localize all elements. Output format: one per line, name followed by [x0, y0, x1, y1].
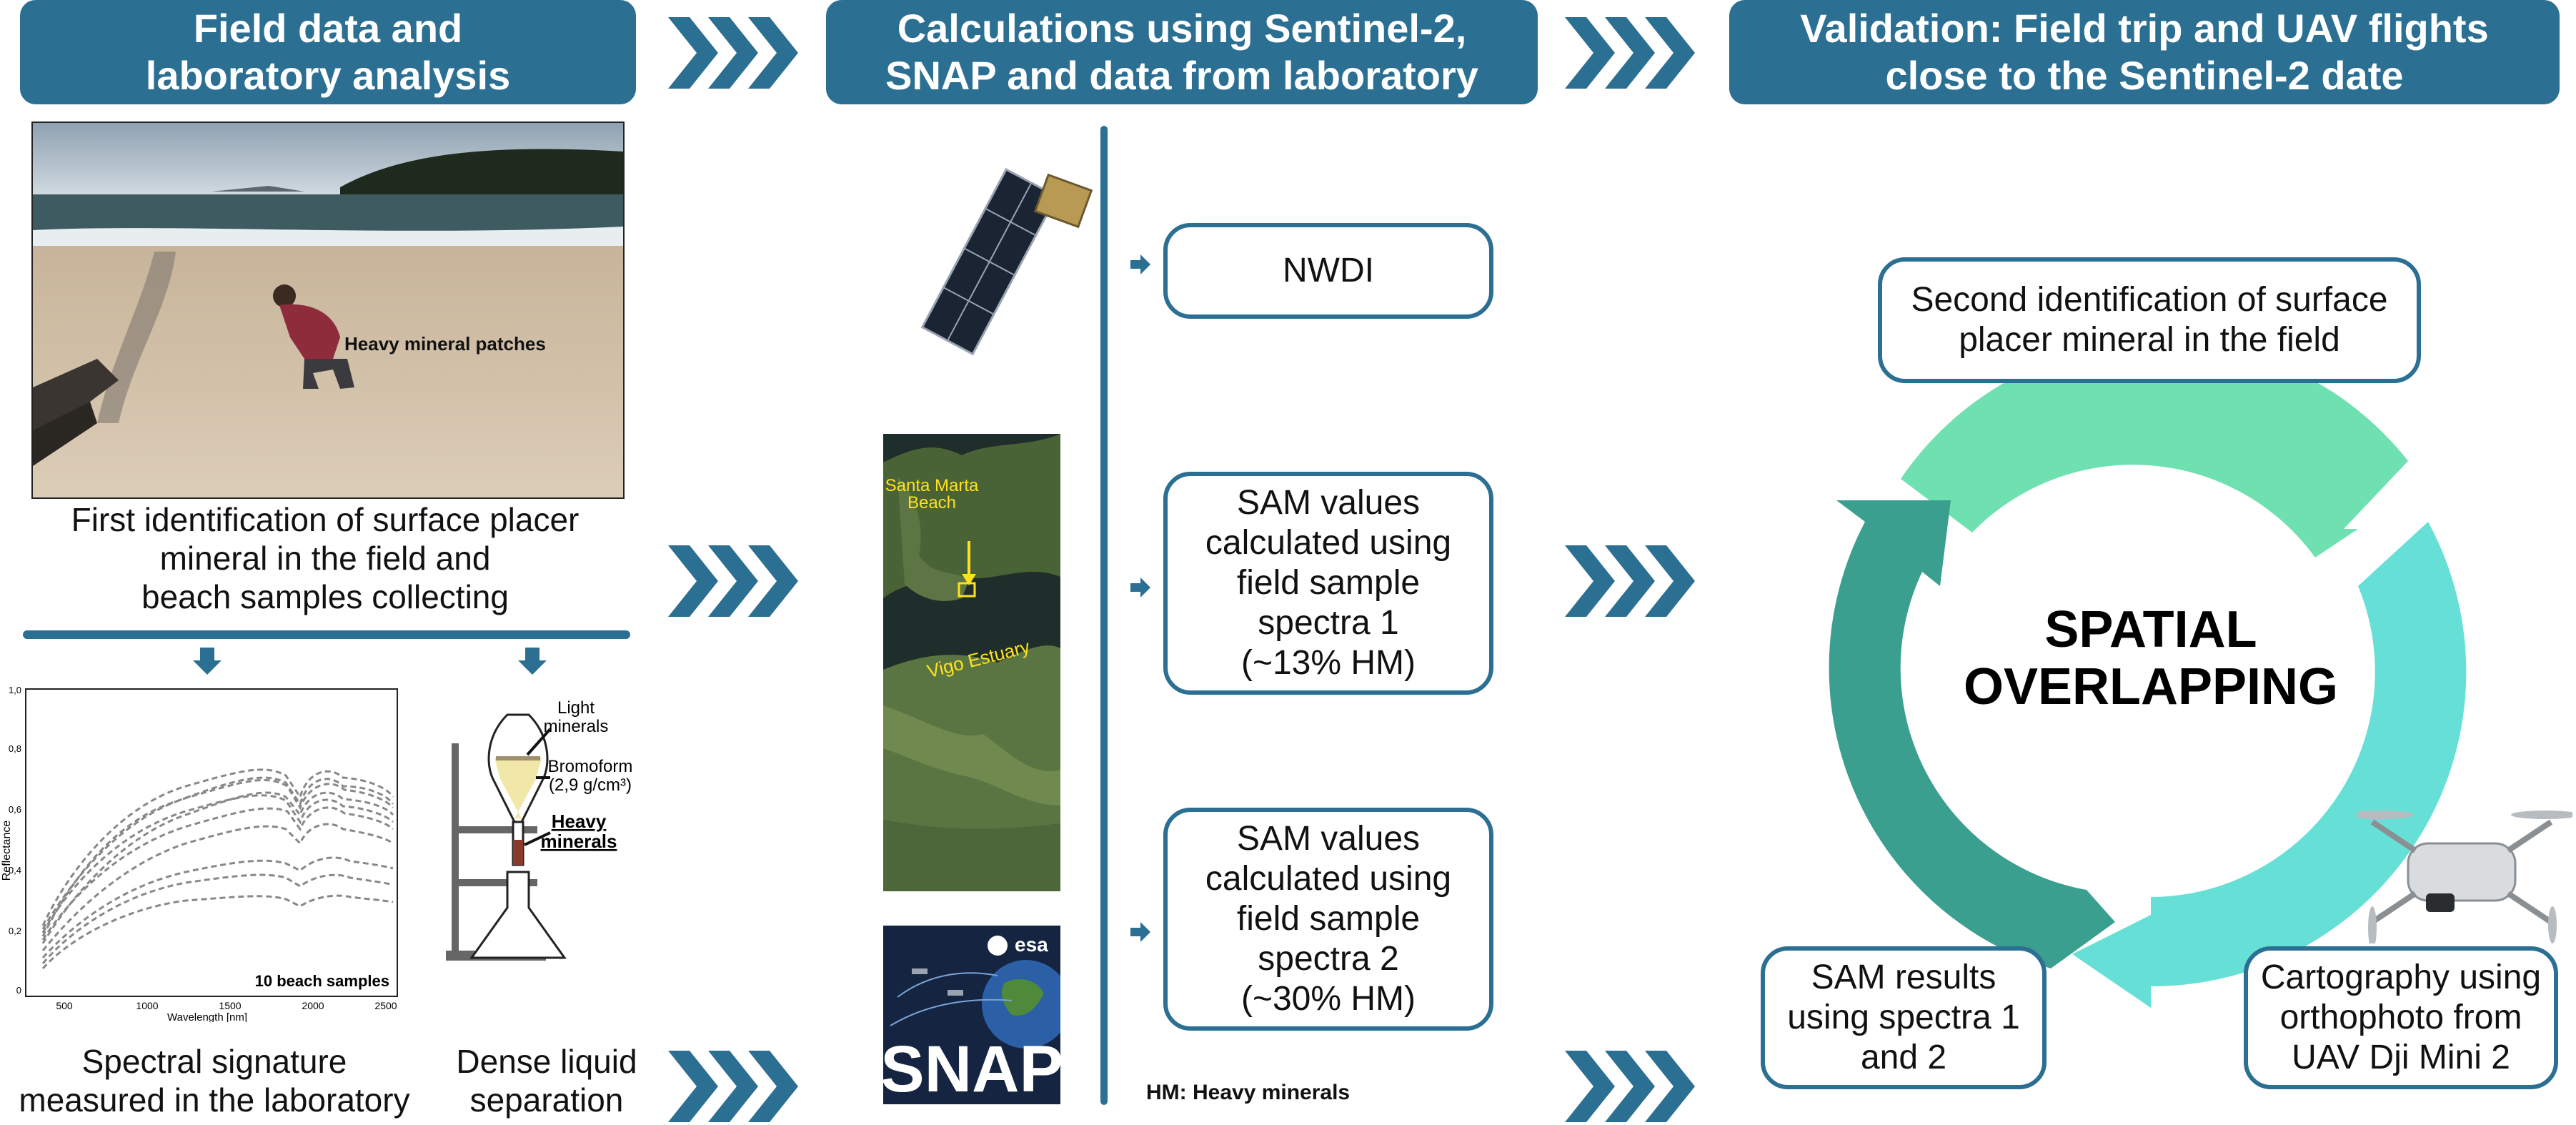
- right-arrow-icon: [1130, 578, 1150, 598]
- chevron-icon: [1565, 545, 1695, 617]
- xtick: 2500: [374, 1000, 397, 1011]
- separation-caption: Dense liquid separation: [456, 1043, 637, 1119]
- ytick: 0,8: [9, 743, 21, 754]
- ytick: 0,4: [9, 865, 21, 876]
- sam-results-box: SAM results using spectra 1 and 2: [1761, 946, 2047, 1089]
- hm-footnote: HM: Heavy minerals: [1146, 1081, 1351, 1104]
- ytick: 1,0: [9, 685, 21, 695]
- right-arrow-icon: [1130, 922, 1150, 942]
- xtick: 500: [56, 1000, 73, 1011]
- spectra-xlabel: Wavelength [nm]: [167, 1011, 247, 1022]
- photo-caption: First identification of surface placer m…: [71, 501, 580, 615]
- spectra-caption: Spectral signature measured in the labor…: [19, 1043, 410, 1119]
- cycle-diagram: SPATIAL OVERLAPPING: [1829, 340, 2467, 1008]
- snap-logo: esa SNAP: [883, 926, 1060, 1104]
- spectra-ylabel: Reflectance: [1, 821, 13, 881]
- cartography-box: Cartography using orthophoto from UAV Dj…: [2244, 946, 2558, 1089]
- chevron-icon: [1565, 1051, 1695, 1122]
- light-minerals-label: minerals: [544, 717, 609, 736]
- sam2-box: SAM values calculated using field sample…: [1163, 808, 1493, 1031]
- separation-apparatus: Light minerals Bromoform (2,9 g/cm³) Hea…: [446, 698, 633, 961]
- estuary-map: Santa Marta Beach Vigo Estuary: [883, 434, 1060, 891]
- vertical-divider: [1100, 126, 1108, 1105]
- chevron-icon: [668, 17, 798, 89]
- bromoform-label: Bromoform: [548, 757, 633, 776]
- esa-label: esa: [1015, 933, 1048, 956]
- ytick: 0,2: [9, 926, 21, 936]
- center-label: OVERLAPPING: [1964, 658, 2338, 715]
- ytick: 0,6: [9, 804, 21, 815]
- photo-label: Heavy mineral patches: [344, 333, 546, 355]
- snap-title: SNAP: [883, 1033, 1060, 1104]
- second-identification-box: Second identification of surface placer …: [1878, 257, 2421, 383]
- xtick: 1000: [136, 1000, 158, 1011]
- beach-label: Santa Marta: [885, 476, 979, 495]
- xtick: 2000: [302, 1000, 324, 1011]
- satellite-icon: [920, 168, 1093, 356]
- beach-label: Beach: [907, 493, 956, 512]
- ytick: 0: [16, 985, 21, 996]
- bromoform-label: (2,9 g/cm³): [549, 775, 632, 795]
- nwdi-box: NWDI: [1163, 223, 1493, 319]
- divider-bar: [23, 630, 630, 639]
- center-label: SPATIAL: [2044, 601, 2257, 658]
- drone-icon: [2358, 811, 2572, 943]
- header-calculations: Calculations using Sentinel-2,SNAP and d…: [826, 0, 1538, 104]
- sam1-box: SAM values calculated using field sample…: [1163, 472, 1493, 695]
- beach-photo: Heavy mineral patches: [31, 122, 625, 499]
- chevron-icon: [668, 545, 798, 617]
- chevron-icon: [1565, 17, 1695, 89]
- heavy-minerals-label: minerals: [541, 831, 617, 852]
- chevron-icon: [668, 1051, 798, 1122]
- xtick: 1500: [219, 1000, 241, 1011]
- samples-label: 10 beach samples: [255, 972, 389, 990]
- spectra-plot: Reflectance 0 0,2 0,4 0,6 0,8 1,0 500 10…: [1, 685, 398, 1022]
- light-minerals-label: Light: [557, 698, 595, 718]
- down-arrow-icon: [518, 648, 547, 675]
- down-arrow-icon: [193, 648, 222, 675]
- heavy-minerals-label: Heavy: [552, 811, 607, 832]
- right-arrow-icon: [1130, 254, 1150, 274]
